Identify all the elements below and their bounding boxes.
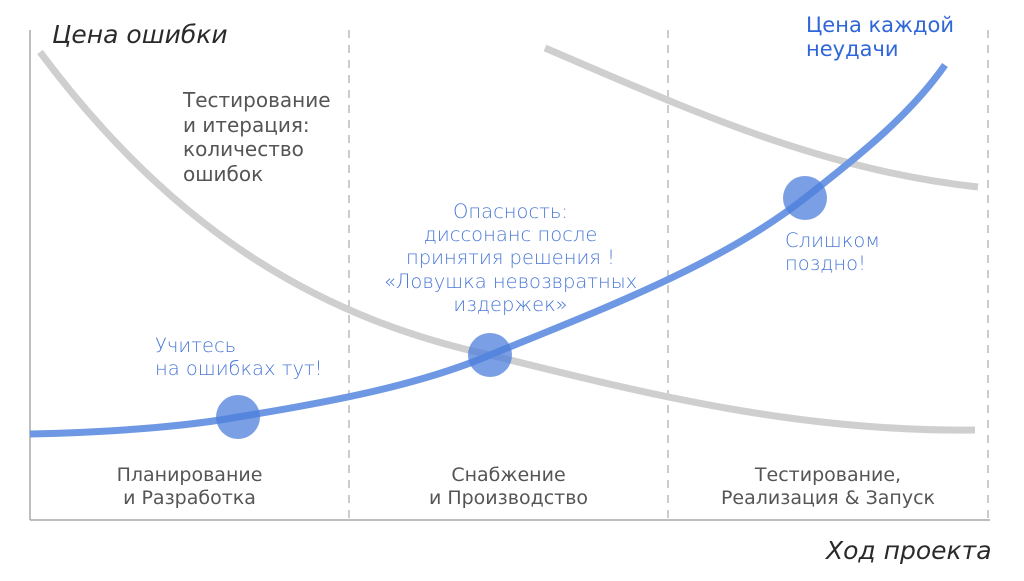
danger-annotation: Опасность: диссонанс после принятия реше…	[383, 200, 638, 316]
too-late-annotation: Слишком поздно!	[785, 229, 881, 276]
cost-curve-label: Цена каждой неудачи	[806, 13, 954, 61]
phase-launch: Тестирование, Реализация & Запуск	[720, 464, 936, 509]
phase-production: Снабжение и Производство	[428, 464, 589, 509]
learn-annotation: Учитесь на ошибках тут!	[155, 334, 323, 381]
learn-point	[216, 395, 260, 439]
errors-curve-label: Тестирование и итерация: количество ошиб…	[183, 88, 331, 186]
x-axis-label: Ход проекта	[826, 536, 992, 565]
y-axis-label: Цена ошибки	[52, 20, 228, 49]
danger-point	[468, 333, 512, 377]
too-late-point	[783, 176, 827, 220]
errors-curve-upper	[543, 44, 979, 191]
phase-planning: Планирование и Разработка	[116, 464, 263, 509]
